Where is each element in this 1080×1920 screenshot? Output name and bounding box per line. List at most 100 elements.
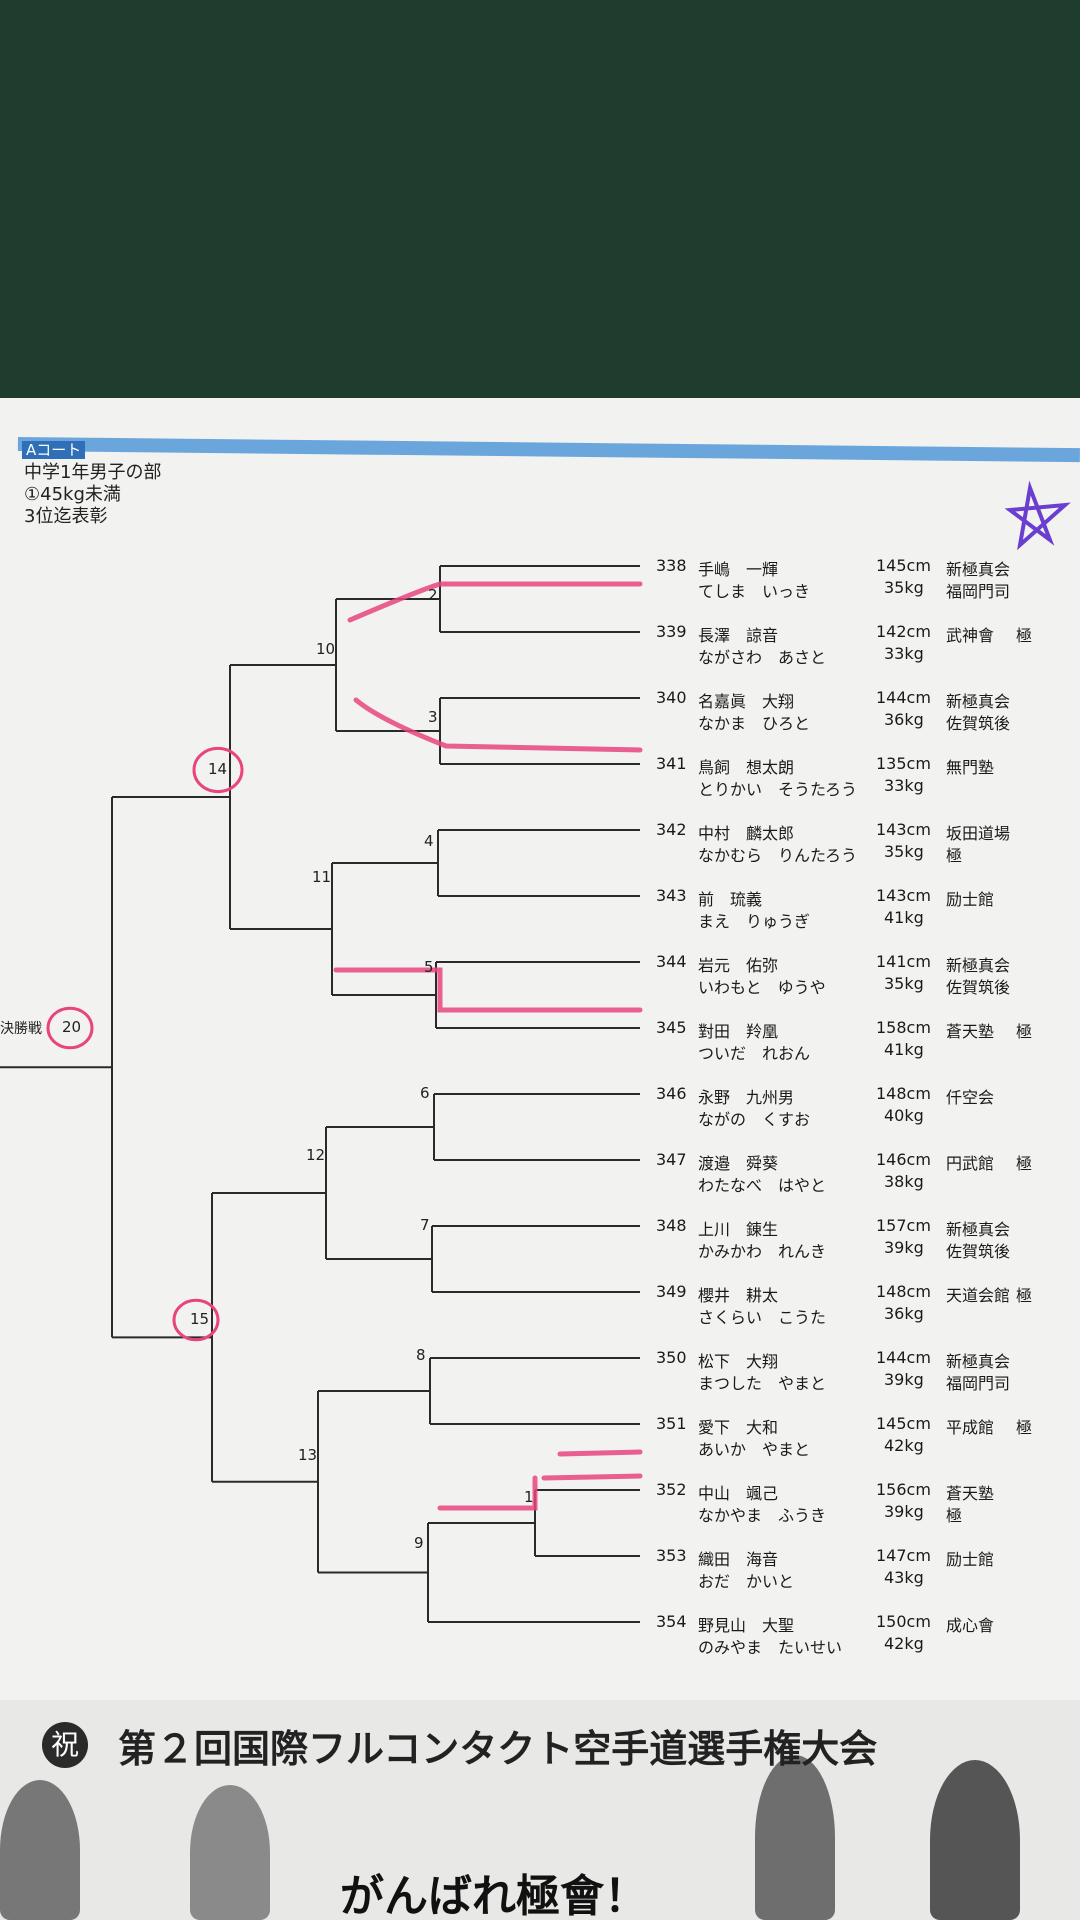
entry-number: 349	[656, 1282, 687, 1301]
entry-weight: 39kg	[884, 1370, 924, 1389]
entry-name: 織田 海音	[698, 1550, 779, 1569]
match-number: 11	[312, 868, 332, 886]
entry-kana: なかやま ふうき	[698, 1506, 827, 1525]
entry-height: 135cm	[876, 754, 931, 773]
entry-dojo: 無門塾	[946, 758, 995, 777]
entry-name: 長澤 諒音	[698, 626, 779, 645]
entry-dojo: 成心會	[946, 1616, 995, 1635]
entry-number: 338	[656, 556, 687, 575]
entry-kana: わたなべ はやと	[698, 1176, 827, 1195]
entry-branch: 極	[1016, 626, 1033, 645]
match-number: 7	[420, 1216, 430, 1234]
match-number: 10	[316, 640, 336, 658]
entry-dojo: 仟空会	[946, 1088, 995, 1107]
entry-height: 150cm	[876, 1612, 931, 1631]
match-number: 8	[416, 1346, 426, 1364]
entry-number: 350	[656, 1348, 687, 1367]
match-number: 4	[424, 832, 434, 850]
banner-slogan: がんばれ極會！	[340, 1871, 648, 1920]
entry-weight: 39kg	[884, 1502, 924, 1521]
entry-kana: さくらい こうた	[698, 1308, 827, 1327]
entry-dojo: 円武館	[946, 1154, 995, 1173]
awards-note: 3位迄表彰	[24, 506, 108, 527]
entry-dojo: 励士館	[946, 890, 995, 909]
entry-kana: のみやま たいせい	[698, 1638, 843, 1657]
entry-number: 354	[656, 1612, 687, 1631]
entry-weight: 36kg	[884, 1304, 924, 1323]
match-number: 2	[428, 586, 438, 604]
entry-weight: 35kg	[884, 974, 924, 993]
entry-kana: ついだ れおん	[698, 1044, 811, 1063]
highlight-circle	[192, 746, 244, 794]
entry-dojo: 新極真会	[946, 1220, 1011, 1239]
entry-weight: 40kg	[884, 1106, 924, 1125]
entry-number: 343	[656, 886, 687, 905]
entry-weight: 41kg	[884, 1040, 924, 1059]
entry-weight: 35kg	[884, 842, 924, 861]
entry-name: 渡邉 舜葵	[698, 1154, 779, 1173]
match-number: 6	[420, 1084, 430, 1102]
entry-kana: なかむら りんたろう	[698, 846, 858, 865]
entry-dojo: 平成館	[946, 1418, 995, 1437]
entry-name: 永野 九州男	[698, 1088, 795, 1107]
winner-highlight	[437, 1475, 538, 1511]
match-number: 14	[208, 760, 228, 778]
entry-height: 157cm	[876, 1216, 931, 1235]
match-number: 15	[190, 1310, 210, 1328]
sponsor-banner	[0, 1700, 1080, 1920]
match-number: 5	[424, 958, 434, 976]
entry-height: 148cm	[876, 1282, 931, 1301]
entry-weight: 42kg	[884, 1634, 924, 1653]
entry-dojo: 新極真会	[946, 956, 1011, 975]
entry-number: 345	[656, 1018, 687, 1037]
entry-weight: 41kg	[884, 908, 924, 927]
banner-title: 第２回国際フルコンタクト空手道選手権大会	[118, 1727, 878, 1771]
entry-weight: 39kg	[884, 1238, 924, 1257]
photo-person	[755, 1755, 835, 1920]
entry-number: 353	[656, 1546, 687, 1565]
entry-name: 中山 颯己	[698, 1484, 779, 1503]
entry-name: 前 琉義	[698, 890, 763, 909]
entry-dojo: 新極真会	[946, 692, 1011, 711]
entry-weight: 43kg	[884, 1568, 924, 1587]
winner-highlight	[333, 967, 643, 1013]
photo-person	[190, 1785, 270, 1920]
match-number: 1	[524, 1488, 534, 1506]
entry-name: 名嘉眞 大翔	[698, 692, 795, 711]
entry-number: 348	[656, 1216, 687, 1235]
entry-number: 351	[656, 1414, 687, 1433]
division-title: 中学1年男子の部	[24, 462, 162, 483]
winner-highlight	[557, 1449, 643, 1457]
entry-name: 岩元 佑弥	[698, 956, 779, 975]
entry-dojo: 新極真会	[946, 1352, 1011, 1371]
entry-kana: ながの くすお	[698, 1110, 811, 1129]
entry-dojo: 蒼天塾	[946, 1022, 995, 1041]
match-number: 9	[414, 1534, 424, 1552]
entry-name: 對田 羚凰	[698, 1022, 779, 1041]
entry-height: 141cm	[876, 952, 931, 971]
entry-height: 158cm	[876, 1018, 931, 1037]
match-number: 12	[306, 1146, 326, 1164]
match-number: 3	[428, 708, 438, 726]
entry-name: 野見山 大聖	[698, 1616, 795, 1635]
entry-branch: 極	[1016, 1418, 1033, 1437]
entry-number: 344	[656, 952, 687, 971]
entry-name: 手嶋 一輝	[698, 560, 779, 579]
highlight-circle	[172, 1298, 220, 1342]
entry-branch: 極	[946, 1506, 963, 1525]
entry-weight: 38kg	[884, 1172, 924, 1191]
entry-weight: 42kg	[884, 1436, 924, 1455]
entry-branch: 福岡門司	[946, 1374, 1011, 1393]
